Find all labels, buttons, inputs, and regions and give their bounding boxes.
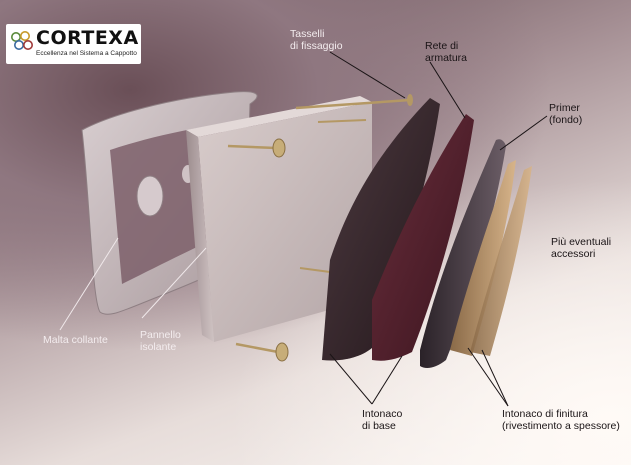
label-accessori: Più eventuali accessori	[551, 236, 611, 260]
cortexa-logo: CORTEXA Eccellenza nel Sistema a Cappott…	[6, 24, 141, 64]
label-malta: Malta collante	[43, 334, 108, 346]
label-tasselli: Tasselli di fissaggio	[290, 28, 343, 52]
label-primer: Primer (fondo)	[549, 102, 582, 126]
label-pannello: Pannello isolante	[140, 329, 181, 353]
cortexa-logo-icon	[10, 30, 34, 54]
label-intonaco-finitura: Intonaco di finitura (rivestimento a spe…	[502, 408, 620, 432]
logo-tagline: Eccellenza nel Sistema a Cappotto	[36, 50, 137, 57]
logo-brand: CORTEXA	[36, 27, 139, 49]
label-intonaco-base: Intonaco di base	[362, 408, 402, 432]
label-rete: Rete di armatura	[425, 40, 467, 64]
